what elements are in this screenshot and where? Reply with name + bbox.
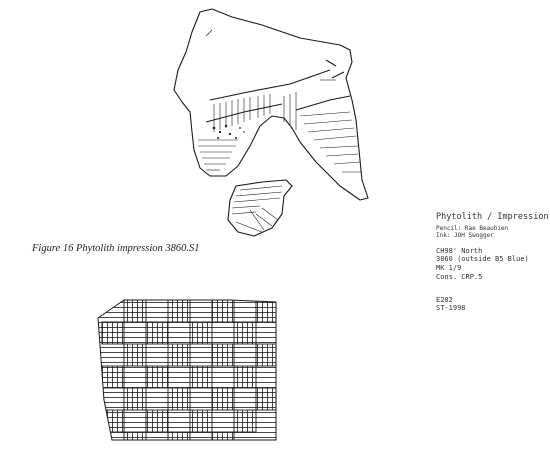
annotation-cons: Cons. CRP.5 xyxy=(436,272,483,281)
fragment-outline xyxy=(173,8,369,201)
figure-caption: Figure 16 Phytolith impression 3860.S1 xyxy=(32,243,200,254)
handwritten-annotations: Phytolith / Impression Pencil: Rae Beaub… xyxy=(436,212,549,313)
annotation-scale: MK 1/9 xyxy=(436,264,462,273)
fragment-lower-lobe xyxy=(227,179,293,237)
annotation-heading: Phytolith / Impression xyxy=(436,212,549,222)
weave-outline xyxy=(97,299,277,441)
annotation-ink: Ink: JOH Swogger xyxy=(436,232,494,240)
annotation-ref: E202 xyxy=(436,295,453,304)
annotation-pencil: Pencil: Rae Beaubien xyxy=(436,224,509,232)
annotation-site: CH98' North xyxy=(436,246,483,255)
annotation-date: ST-1998 xyxy=(436,304,466,313)
annotation-unit: 3860 (outside B5 Blue) xyxy=(436,255,529,264)
